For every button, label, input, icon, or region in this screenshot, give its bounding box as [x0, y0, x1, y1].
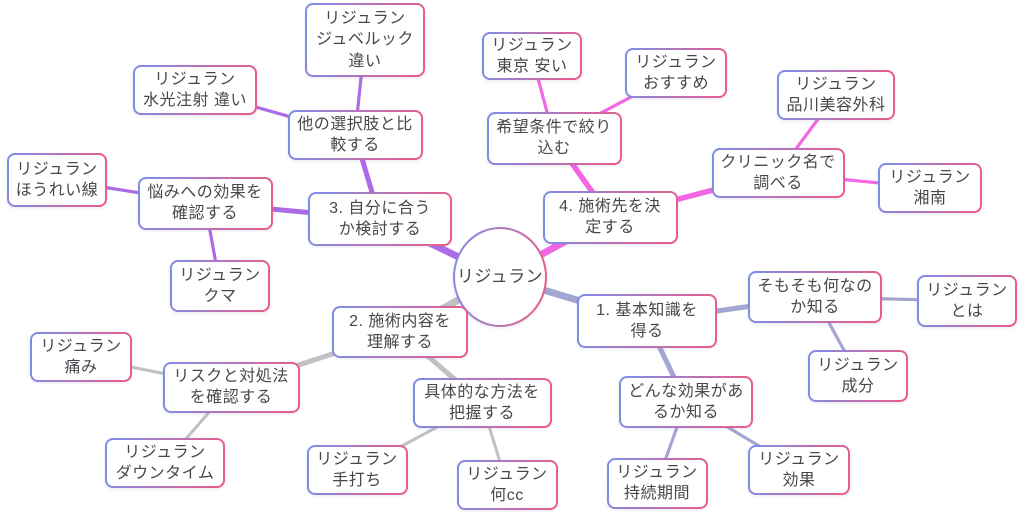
node-b1: 1. 基本知識を 得る	[577, 294, 717, 348]
node-s3a: 悩みへの効果を 確認する	[138, 177, 273, 230]
node-l2a2: リジュラン ダウンタイム	[105, 438, 225, 488]
node-l3a2: リジュラン クマ	[170, 260, 270, 312]
node-s4a: 希望条件で絞り 込む	[487, 112, 622, 165]
node-l1a2: リジュラン 成分	[808, 350, 908, 402]
node-l1b2: リジュラン 持続期間	[607, 458, 708, 509]
node-l2a1: リジュラン 痛み	[30, 332, 132, 382]
node-l3b2: リジュラン ジュベルック 違い	[305, 3, 425, 77]
node-l3a1: リジュラン ほうれい線	[7, 153, 107, 207]
node-l4b2: リジュラン 湘南	[878, 163, 982, 213]
node-b3: 3. 自分に合う か検討する	[308, 192, 452, 246]
node-s2a: リスクと対処法 を確認する	[163, 362, 300, 413]
node-l3b1: リジュラン 水光注射 違い	[133, 65, 257, 115]
node-s1b: どんな効果があ るか知る	[619, 376, 753, 428]
node-s2b: 具体的な方法を 把握する	[413, 378, 552, 428]
node-l4b1: リジュラン 品川美容外科	[777, 70, 895, 120]
node-l4a2: リジュラン おすすめ	[625, 48, 727, 98]
node-l1b1: リジュラン 効果	[748, 445, 850, 495]
node-b4: 4. 施術先を決 定する	[543, 191, 678, 244]
node-l2b2: リジュラン 何cc	[457, 460, 558, 510]
node-l4a1: リジュラン 東京 安い	[482, 32, 582, 80]
node-l2b1: リジュラン 手打ち	[307, 445, 408, 495]
node-s1a: そもそも何なの か知る	[748, 271, 882, 323]
central-topic-node: リジュラン	[453, 227, 547, 327]
node-b2: 2. 施術内容を 理解する	[332, 306, 468, 358]
node-s3b: 他の選択肢と比 較する	[288, 110, 423, 160]
node-l1a1: リジュラン とは	[917, 275, 1017, 327]
node-s4b: クリニック名で 調べる	[712, 148, 845, 198]
